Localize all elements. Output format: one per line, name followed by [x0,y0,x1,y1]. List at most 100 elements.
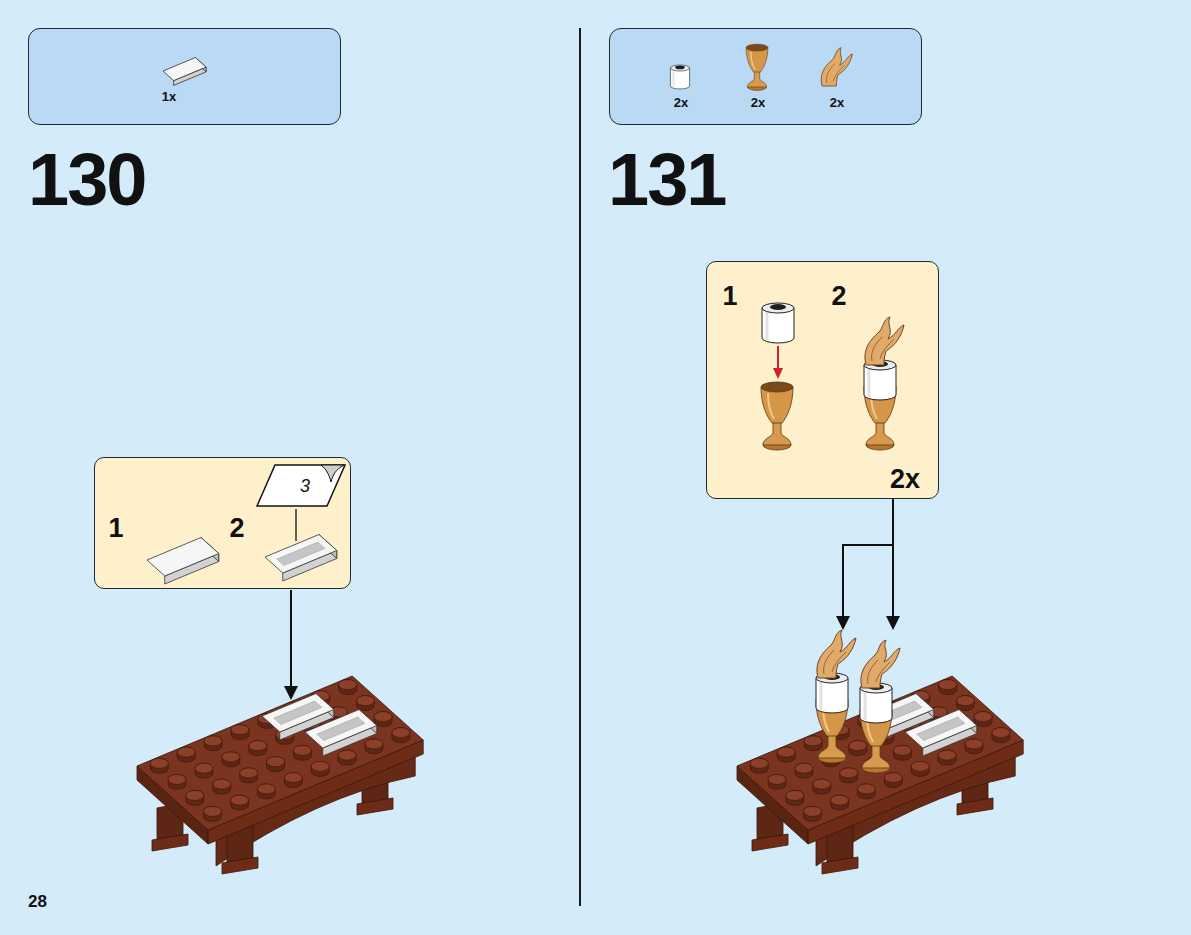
round-brick-shade [673,70,675,87]
part-count: 1x [162,90,176,103]
stud-side [285,702,303,717]
goblet-rim [816,695,848,705]
stud-top [884,773,902,783]
white-tile [262,694,334,741]
stud-top [312,691,330,701]
flame [861,640,900,688]
stud-side [168,774,186,789]
part-count: 2x [830,96,844,109]
stud-side [929,707,947,722]
repeat-count: 2x [890,466,920,493]
stud-top [213,779,231,789]
text-holder: 2x [890,466,920,493]
stud-side [284,773,302,788]
stud-top [876,729,894,739]
plate-top [137,676,423,830]
stud-top [929,707,947,717]
tile-side [195,58,206,72]
stud-top [365,739,383,749]
flame-detail [826,64,844,83]
subassembly-callout: 312 [94,457,351,589]
goblet-rim [746,44,768,51]
round-brick-top [762,303,794,313]
tile-top [163,58,206,81]
round-brick-part [860,683,892,723]
stud-top [777,747,795,757]
substep-number: 2 [831,283,846,310]
round-brick-top [670,65,689,71]
part-count: 2x [751,96,765,109]
stud-side [195,763,213,778]
stud-side [831,725,849,740]
substep-number: 2 [229,515,244,542]
step-number: 131 [608,143,725,217]
stud-top [974,712,992,722]
round-brick-part [864,360,896,400]
stud-top [965,739,983,749]
goblet-rim [761,382,793,392]
white-tile [862,694,934,741]
round-brick-shade [766,312,769,340]
round-brick [762,308,794,343]
tile-print [317,717,365,741]
stud-side [213,779,231,794]
round-brick [860,688,892,723]
goblet-stem [866,421,894,445]
stud-top [858,713,876,723]
arrow-line [290,590,292,688]
goblet-stem [747,71,766,87]
tile-side [283,551,337,582]
plate-side [137,766,208,844]
stud-top [750,758,768,768]
text-holder: 2 [831,283,846,310]
goblet-stem [818,734,846,758]
stud-side [777,747,795,762]
stud-side [795,763,813,778]
tile-top [905,710,977,749]
stud-side [303,718,321,733]
stud-top [804,736,822,746]
parts-list-box: 2x2x2x [609,28,922,125]
stud-side [956,696,974,711]
goblet-base [763,440,791,450]
stud-top [195,763,213,773]
white-tile [147,538,219,585]
stud-side [857,784,875,799]
stud-side [840,768,858,783]
stud-top [150,758,168,768]
stud-side [965,739,983,754]
stud-top [831,725,849,735]
stud-top [303,718,321,728]
goblet-rim [864,382,896,392]
stud-top [276,729,294,739]
torch-goblet [864,317,904,450]
flame [817,630,856,678]
round-brick-shade [864,692,867,720]
tile-top [862,694,934,733]
stud-side [849,741,867,756]
assembly-arrow [284,590,298,700]
tile-side [201,538,219,562]
stud-top [311,761,329,771]
stud-side [276,729,294,744]
flame [821,48,852,86]
round-brick-top [860,683,892,693]
white-tile [163,58,206,86]
white-tile [905,710,977,757]
text-holder: 3 [300,477,310,495]
stud-top [813,779,831,789]
stud-top [938,750,956,760]
stud-top [830,795,848,805]
round-brick-hole [872,361,888,367]
stud-side [911,761,929,776]
stud-top [956,696,974,706]
stud-top [885,702,903,712]
table-apron [216,750,415,866]
stud-top [267,757,285,767]
stud-top [320,734,338,744]
stud-side [903,718,921,733]
flame-detail [824,650,846,674]
insert-arrow-head [773,368,783,379]
arrow-line [843,499,893,618]
stud-side [804,806,822,821]
